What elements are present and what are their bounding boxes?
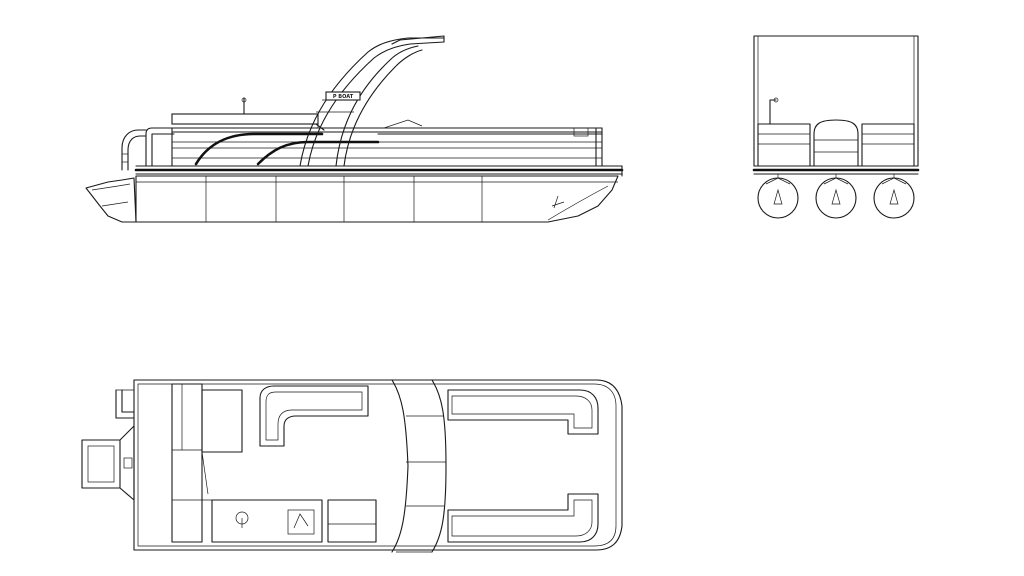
side-elevation-svg: P BOAT bbox=[85, 35, 624, 223]
outboard-motor-top bbox=[81, 425, 135, 501]
stern-ladder-top bbox=[115, 389, 135, 419]
hull-outline bbox=[133, 379, 623, 551]
pontoon-brackets bbox=[777, 174, 895, 178]
outboard-motor bbox=[85, 177, 137, 223]
bimini-arch: P BOAT bbox=[299, 35, 445, 167]
bow-lounge bbox=[447, 389, 599, 543]
seating-profile bbox=[362, 119, 436, 129]
hull-stripes bbox=[194, 132, 603, 166]
deck-rear bbox=[752, 165, 920, 175]
bimini-frame bbox=[753, 35, 919, 167]
aft-compartments bbox=[171, 383, 323, 543]
plan-view bbox=[76, 376, 636, 556]
arch-frame-top bbox=[391, 379, 447, 553]
pontoon-right bbox=[873, 177, 915, 219]
stern-ladder bbox=[121, 129, 147, 171]
pontoon-left bbox=[757, 177, 799, 219]
plan-view-svg bbox=[81, 379, 623, 553]
rear-elevation-svg bbox=[752, 35, 920, 219]
helm-console bbox=[327, 499, 377, 543]
side-elevation-view: P BOAT bbox=[78, 30, 630, 230]
pontoon-center bbox=[815, 177, 857, 219]
rear-seating bbox=[757, 97, 915, 167]
pontoon-tube bbox=[135, 175, 619, 223]
arch-logo-text: P BOAT bbox=[333, 94, 354, 100]
side-fence bbox=[145, 97, 603, 167]
deck bbox=[134, 165, 624, 177]
aft-lounge bbox=[259, 385, 369, 447]
rear-elevation-view bbox=[748, 30, 924, 230]
